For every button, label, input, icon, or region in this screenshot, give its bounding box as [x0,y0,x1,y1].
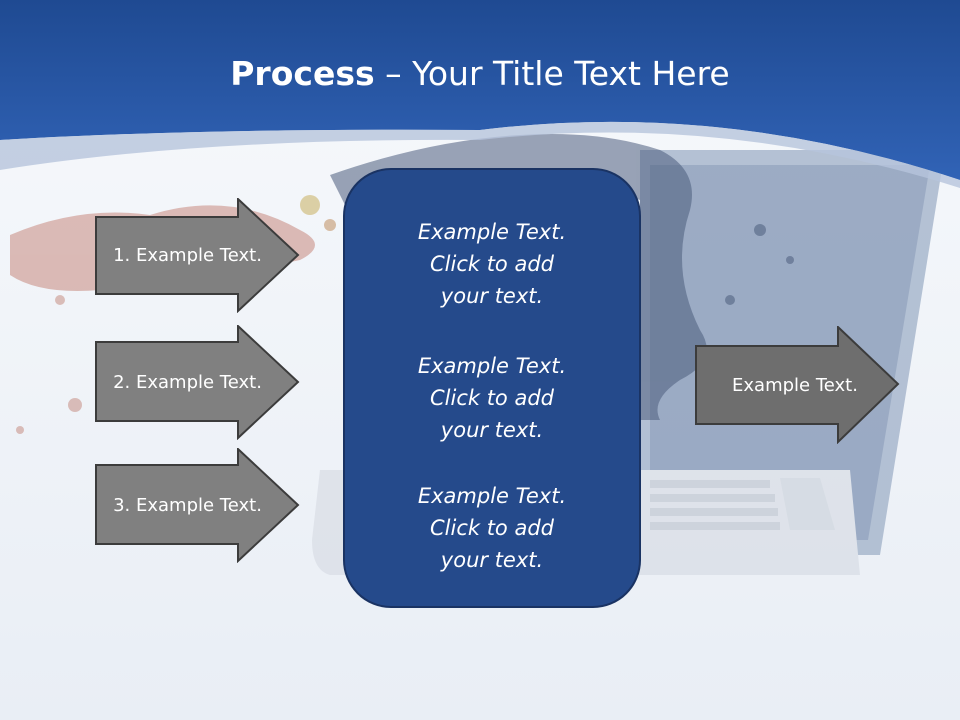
step-arrow-label: 2. Example Text. [113,372,262,393]
panel-text-block-3: Example Text. Click to add your text. [345,480,639,576]
panel-line: Example Text. [417,354,567,378]
arrow-right-shape-2 [95,325,300,440]
step-arrow-3[interactable]: 3. Example Text. [95,448,300,563]
panel-line: Example Text. [417,220,567,244]
arrow-right-shape-1 [95,198,300,313]
panel-line: your text. [440,418,544,442]
title-rest: Your Title Text Here [412,54,730,93]
panel-text-block-2: Example Text. Click to add your text. [345,350,639,446]
step-arrow-label: 1. Example Text. [113,245,262,266]
result-arrow-label: Example Text. [732,374,858,396]
step-arrow-2[interactable]: 2. Example Text. [95,325,300,440]
step-arrow-label: 3. Example Text. [113,495,262,516]
header-band [0,0,960,180]
center-panel[interactable]: Example Text. Click to add your text. Ex… [343,168,641,608]
panel-text-block-1: Example Text. Click to add your text. [345,216,639,312]
panel-line: Click to add [429,386,554,410]
result-arrow[interactable]: Example Text. [695,326,900,444]
title-bold: Process [230,54,375,93]
panel-line: Click to add [429,252,554,276]
arrow-right-shape-3 [95,448,300,563]
title-dash: – [374,54,413,93]
panel-line: your text. [440,548,544,572]
slide-title: Process – Your Title Text Here [0,52,960,96]
panel-line: Example Text. [417,484,567,508]
panel-line: your text. [440,284,544,308]
panel-line: Click to add [429,516,554,540]
step-arrow-1[interactable]: 1. Example Text. [95,198,300,313]
arrow-right-shape-result [695,326,900,444]
